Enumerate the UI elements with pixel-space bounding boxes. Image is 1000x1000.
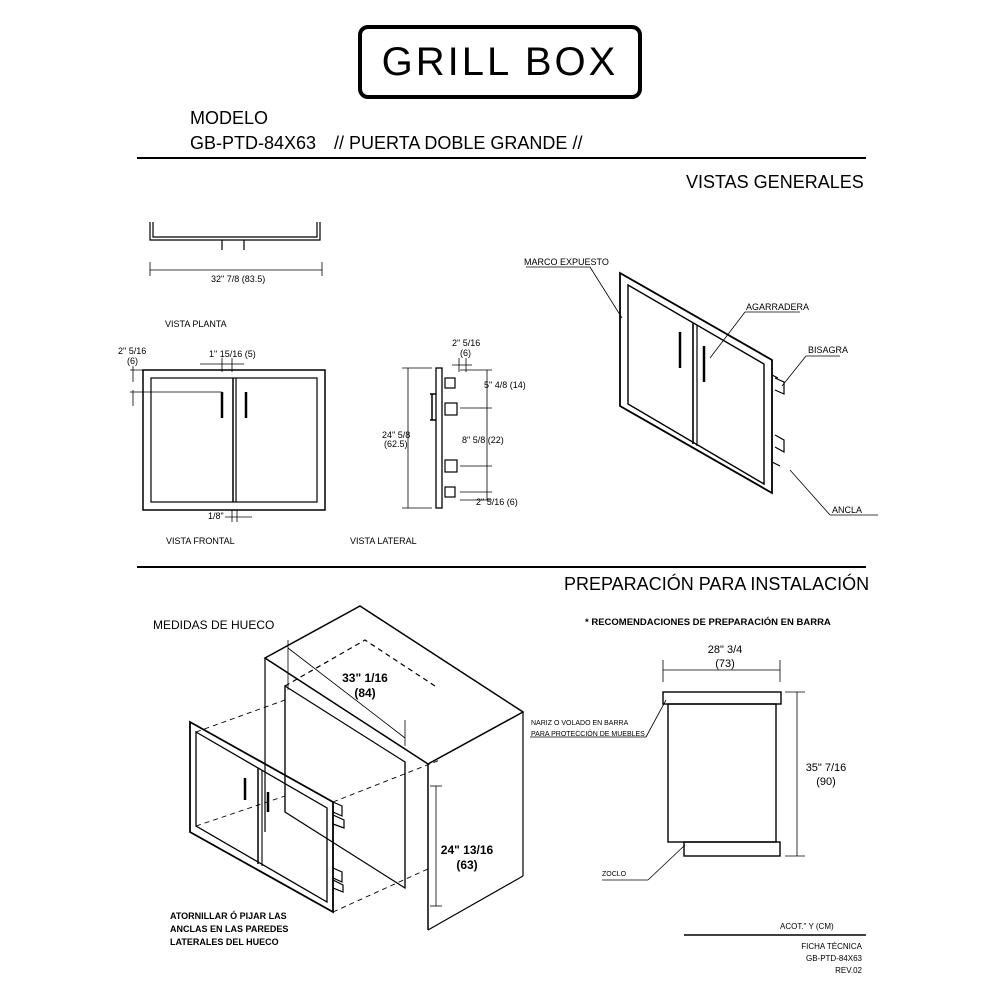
dim-bar-height-in: 35" 7/16 xyxy=(805,762,847,774)
footer-revision: REV.02 xyxy=(835,966,862,975)
isometric-view-drawing xyxy=(526,266,878,516)
anchor-instructions-line-2: ANCLAS EN LAS PAREDES xyxy=(170,924,289,934)
footer-block: FICHA TÉCNICA GB-PTD-84X63 REV.02 xyxy=(762,941,862,977)
logo-frame xyxy=(358,25,642,99)
section-title-general-views: VISTAS GENERALES xyxy=(686,172,864,192)
dim-side-top: 2" 5/16 xyxy=(452,338,481,348)
dim-front-top-mid: 1" 15/16 (5) xyxy=(209,349,256,359)
dim-hole-height-in: 24" 13/16 xyxy=(440,843,494,857)
plan-view-drawing xyxy=(149,222,323,276)
anchor-instructions-line-1: ATORNILLAR Ó PIJAR LAS xyxy=(170,911,287,921)
dim-side-a: 5" 4/8 (14) xyxy=(484,380,526,390)
dim-hole-width-in: 33" 1/16 xyxy=(342,671,388,685)
dim-front-gap: 1/8" xyxy=(208,511,224,521)
anchor-instructions-line-3: LATERALES DEL HUECO xyxy=(170,937,279,947)
dim-bar-width-cm: (73) xyxy=(715,658,735,670)
dim-side-height: 24" 5/8 xyxy=(382,430,411,440)
label-front-view: VISTA FRONTAL xyxy=(166,536,235,546)
callout-bar-nose-line-1: NARIZ O VOLADO EN BARRA xyxy=(531,720,629,727)
callout-bar-nose-line-2: PARA PROTECCIÓN DE MUEBLES xyxy=(531,731,645,738)
hole-cabinet-drawing xyxy=(189,605,525,931)
dim-bar-width: 28" 3/4 (73) xyxy=(690,643,760,671)
dim-side-top-cm: (6) xyxy=(460,348,471,358)
callout-plinth: ZOCLO xyxy=(602,871,627,878)
anchor-instructions: ATORNILLAR Ó PIJAR LAS ANCLAS EN LAS PAR… xyxy=(170,910,288,949)
section-title-installation: PREPARACIÓN PARA INSTALACIÓN xyxy=(564,574,870,594)
dim-hole-height: 24" 13/16 (63) xyxy=(432,843,502,873)
bar-recommendation-note: * RECOMENDACIONES DE PREPARACIÓN EN BARR… xyxy=(585,617,831,628)
dim-front-top-left: 2" 5/16 xyxy=(118,346,147,356)
model-label: MODELO xyxy=(190,108,269,128)
callout-bar-nose: NARIZ O VOLADO EN BARRA PARA PROTECCIÓN … xyxy=(531,718,645,740)
dim-hole-width: 33" 1/16 (84) xyxy=(330,671,400,701)
logo: GRILL BOX xyxy=(381,39,619,84)
model-line: GB-PTD-84X63 // PUERTA DOBLE GRANDE // xyxy=(190,133,582,154)
front-view-drawing xyxy=(130,358,326,522)
model-code: GB-PTD-84X63 xyxy=(190,133,317,153)
dim-side-height-cm: (62.5) xyxy=(384,439,408,449)
dim-side-c: 2" 5/16 (6) xyxy=(476,497,518,507)
dim-bar-height-cm: (90) xyxy=(816,776,836,788)
dim-plan-width: 32" 7/8 (83.5) xyxy=(211,274,266,284)
footer-sheet: FICHA TÉCNICA xyxy=(801,942,862,951)
bar-section-drawing xyxy=(530,660,866,936)
footer-code: GB-PTD-84X63 xyxy=(805,954,862,963)
callout-hinge: BISAGRA xyxy=(808,345,849,355)
label-plan-view: VISTA PLANTA xyxy=(165,319,227,329)
dim-side-b: 8" 5/8 (22) xyxy=(462,435,504,445)
side-view-drawing xyxy=(402,358,492,509)
dim-front-top-left-cm: (6) xyxy=(127,356,138,366)
model-description: // PUERTA DOBLE GRANDE // xyxy=(334,133,583,153)
callout-exposed-frame: MARCO EXPUESTO xyxy=(524,257,609,267)
callout-handle: AGARRADERA xyxy=(746,302,810,312)
dim-hole-width-cm: (84) xyxy=(354,686,376,700)
hole-measures-title: MEDIDAS DE HUECO xyxy=(153,618,275,632)
label-side-view: VISTA LATERAL xyxy=(350,536,417,546)
footer-units: ACOT." Y (CM) xyxy=(780,922,834,931)
dim-bar-width-in: 28" 3/4 xyxy=(707,644,743,656)
dim-hole-height-cm: (63) xyxy=(456,858,478,872)
header-rule xyxy=(137,157,866,159)
callout-anchor: ANCLA xyxy=(832,505,863,515)
dim-bar-height: 35" 7/16 (90) xyxy=(800,761,852,789)
